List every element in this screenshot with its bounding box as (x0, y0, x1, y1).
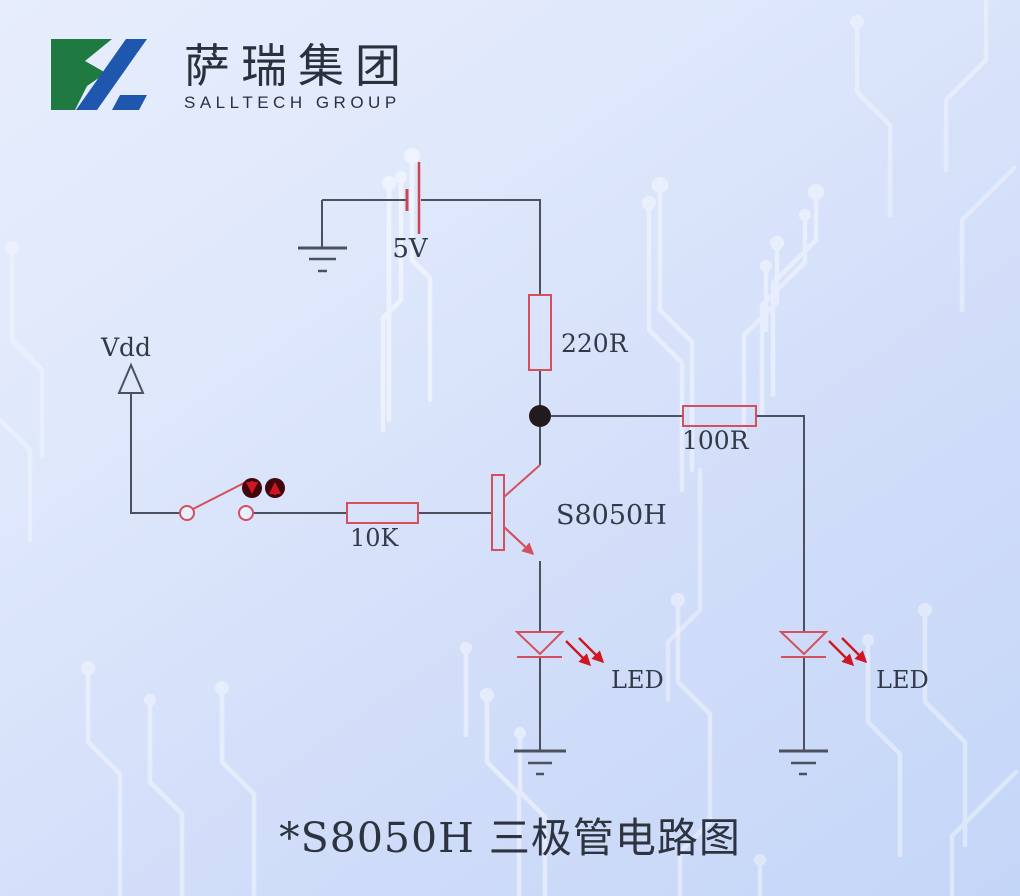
ground-icon-led-1 (514, 749, 566, 776)
led-2-triangle-icon (778, 631, 829, 656)
switch-contact-left (179, 505, 195, 521)
logo-english-name: SALLTECH GROUP (184, 93, 401, 112)
switch-release-up-icon (265, 478, 285, 498)
logo-blue-stroke (76, 39, 147, 110)
diagram-caption: *S8050H 三极管电路图 (279, 814, 741, 862)
led-1-triangle-icon (514, 631, 565, 656)
vdd-label: Vdd (100, 333, 151, 362)
switch-press-down-icon (242, 478, 262, 498)
resistor-220r-body (528, 294, 552, 371)
logo: 萨瑞集团 SALLTECH GROUP (50, 38, 412, 123)
led-2-label: LED (876, 666, 929, 694)
logo-text: 萨瑞集团 SALLTECH GROUP (184, 38, 412, 113)
vdd-arrow-icon (117, 362, 145, 394)
switch (179, 478, 285, 521)
wire-vdd-to-switch (130, 394, 179, 514)
resistor-10k-label: 10K (350, 524, 400, 552)
led-1: LED (514, 631, 664, 694)
led-1-light-arrows-icon (565, 637, 605, 667)
switch-blade (192, 479, 251, 510)
salltech-logo-icon (51, 39, 147, 110)
logo-blue-foot (112, 95, 147, 110)
led-1-label: LED (611, 666, 664, 694)
transistor-base-bar (491, 474, 505, 551)
vdd-source: Vdd (100, 333, 151, 394)
ground-icon-led-2 (779, 749, 828, 776)
switch-contact-right (238, 505, 254, 521)
trace-cluster-bottom-right (671, 593, 1019, 896)
logo-green-shape (51, 39, 112, 110)
logo-chinese-name: 萨瑞集团 (184, 39, 412, 93)
transistor-emitter-arrow (503, 526, 535, 556)
transistor-collector (503, 464, 541, 498)
wire-r100-to-led2 (756, 415, 805, 632)
trace-cluster-battery (380, 148, 433, 433)
wire-battery-to-r220 (421, 199, 541, 295)
wires (130, 199, 805, 751)
led-2: LED (778, 631, 929, 694)
trace-cluster-left (0, 241, 45, 543)
resistor-220r-label: 220R (561, 329, 629, 358)
resistor-100r-label: 100R (682, 426, 750, 455)
battery-5v: 5V (392, 162, 429, 264)
resistor-100r-body (682, 405, 757, 427)
resistor-10k-body (346, 502, 419, 524)
resistor-220r: 220R (528, 294, 629, 371)
battery-label: 5V (392, 234, 429, 264)
trace-cluster-right-edge (665, 0, 1017, 703)
junction-node-dot (529, 405, 551, 427)
transistor-s8050h: S8050H (491, 464, 667, 556)
resistor-10k: 10K (346, 502, 419, 552)
ground-icon-battery (298, 246, 347, 273)
transistor-label: S8050H (556, 500, 667, 531)
trace-cluster-bottom-left (81, 661, 257, 896)
led-2-light-arrows-icon (828, 637, 868, 667)
trace-cluster-bottom-middle (460, 642, 548, 896)
resistor-100r: 100R (682, 405, 757, 455)
